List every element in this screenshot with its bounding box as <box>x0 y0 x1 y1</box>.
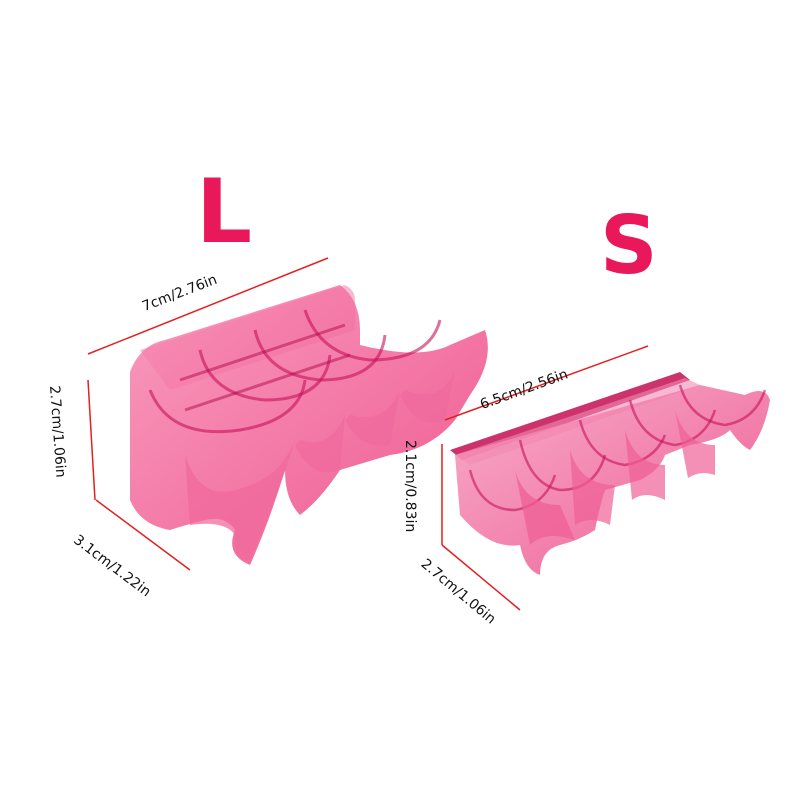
large-height-line <box>87 379 96 501</box>
small-depth-line <box>441 544 521 611</box>
large-depth-line <box>95 499 191 571</box>
large-holder <box>130 285 488 565</box>
large-length-line <box>87 257 329 355</box>
small-height-label: 2.1cm/0.83in <box>402 440 418 533</box>
size-label-large: L <box>196 160 253 263</box>
size-label-small: S <box>600 199 658 292</box>
small-holder <box>450 372 770 575</box>
small-length-line <box>444 345 649 421</box>
measurement-lines <box>87 257 649 611</box>
